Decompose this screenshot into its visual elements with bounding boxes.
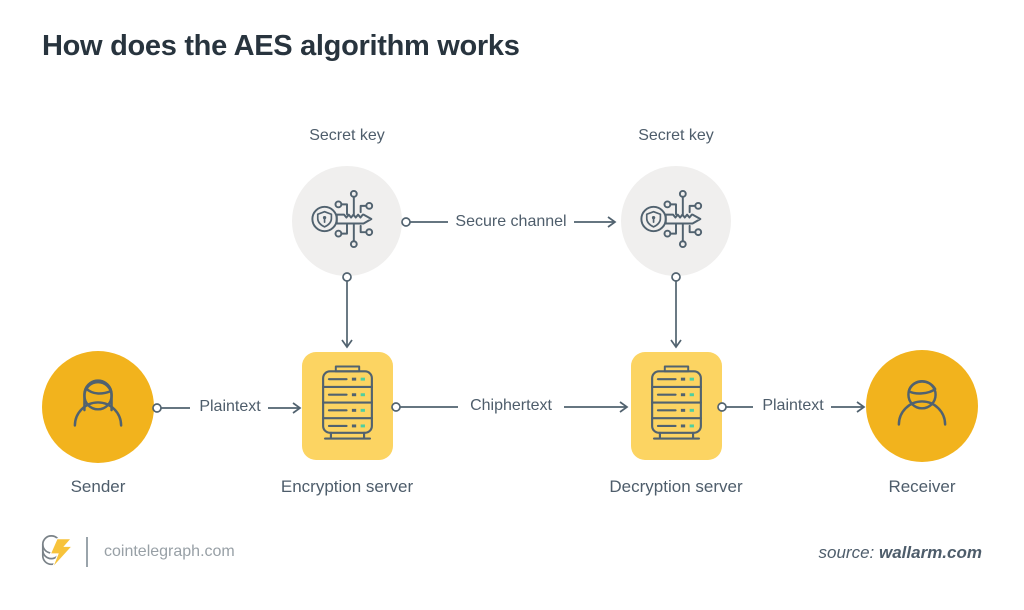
secret-key-left-node: [292, 166, 402, 276]
key-to-encryption-connector: [341, 272, 353, 349]
secure-channel-label: Secure channel: [455, 213, 567, 230]
source-name: wallarm.com: [879, 543, 982, 562]
secret-key-right-node: [621, 166, 731, 276]
male-person-icon: [885, 367, 959, 446]
digital-key-icon: [308, 187, 386, 256]
plaintext-right-label: Plaintext: [762, 397, 824, 414]
server-rack-icon: [649, 364, 704, 448]
sender-label: Sender: [70, 477, 126, 496]
female-person-icon: [61, 368, 135, 447]
brand-text: cointelegraph.com: [104, 543, 235, 560]
decryption-to-receiver-connector: [717, 401, 866, 413]
source-credit: source: wallarm.com: [819, 543, 982, 563]
secret-key-right-label: Secret key: [638, 127, 714, 144]
plaintext-left-label: Plaintext: [199, 398, 261, 415]
server-rack-icon: [320, 364, 375, 448]
footer-divider: [86, 537, 88, 567]
source-prefix: source:: [818, 543, 875, 562]
encryption-server-node: [302, 352, 393, 460]
key-to-decryption-connector: [670, 272, 682, 349]
coin-stack-lightning-icon: [38, 534, 76, 575]
receiver-label: Receiver: [888, 477, 956, 496]
encryption-server-label: Encryption server: [280, 477, 414, 496]
receiver-node: [866, 350, 978, 462]
digital-key-icon: [637, 187, 715, 256]
page-title: How does the AES algorithm works: [42, 30, 520, 62]
ciphertext-label: Chiphertext: [470, 397, 552, 414]
sender-to-encryption-connector: [152, 402, 302, 414]
decryption-server-label: Decryption server: [609, 477, 743, 496]
decryption-server-node: [631, 352, 722, 460]
secret-key-left-label: Secret key: [309, 127, 385, 144]
encryption-to-decryption-connector: [391, 401, 629, 413]
secure-channel-connector: [401, 216, 617, 228]
sender-node: [42, 351, 154, 463]
